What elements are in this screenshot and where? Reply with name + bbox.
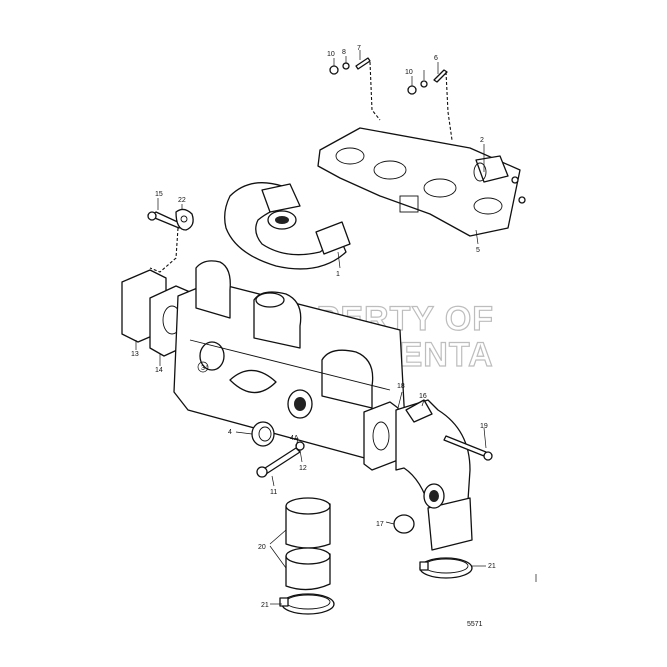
plug-17 [393, 514, 415, 534]
callout-8: 8 [342, 49, 346, 56]
callout-20: 20 [258, 544, 266, 551]
leader-lines [135, 50, 487, 605]
callout-14: 14 [155, 367, 163, 374]
callout-3-circle [197, 361, 209, 373]
manifold-body-3 [173, 260, 407, 461]
callout-15: 15 [155, 191, 163, 198]
dashed-leader-top-right [445, 71, 453, 141]
callout-12: 12 [299, 465, 307, 472]
bolt-11 [256, 447, 301, 478]
callout-16: 16 [419, 393, 427, 400]
callout-21-upper: 21 [488, 563, 496, 570]
hose-clamp-21-lower [279, 593, 335, 615]
callout-10-top: 10 [327, 51, 335, 58]
callout-labels: 1 2 3 4 4A 5 6 7 8 10 10 11 12 13 14 15 … [131, 45, 496, 609]
callout-3: 3 [201, 365, 205, 372]
bolt-19 [443, 435, 493, 461]
dashed-leader-top-left [369, 61, 381, 121]
callout-19: 19 [480, 423, 488, 430]
plug-4 [251, 421, 275, 447]
callout-7: 7 [357, 45, 361, 52]
bracket-22 [175, 208, 194, 231]
nut-10-second [407, 85, 417, 95]
callout-4: 4 [228, 429, 232, 436]
callout-18: 18 [397, 383, 405, 390]
stud-7-top [355, 57, 371, 70]
callout-17: 17 [376, 521, 384, 528]
callout-2: 2 [480, 137, 484, 144]
hose-clamp-21-upper [419, 557, 473, 579]
exhaust-manifold-1 [224, 182, 351, 270]
stud-7-second [433, 69, 448, 83]
callout-6: 6 [434, 55, 438, 62]
bolt-15-and-bracket-22 [147, 208, 194, 273]
exhaust-elbow-16 [395, 399, 473, 551]
bolt-15-head [147, 211, 157, 221]
callout-4A: 4A [290, 435, 299, 442]
reference-number: 5571 [467, 621, 483, 628]
washer-8-second [420, 80, 428, 88]
callout-22: 22 [178, 197, 186, 204]
gasket-18 [363, 401, 399, 471]
callout-10-second: 10 [405, 69, 413, 76]
callout-21-lower: 21 [261, 602, 269, 609]
callout-1: 1 [336, 271, 340, 278]
hose-20 [285, 497, 331, 591]
gasket-5 [317, 127, 521, 237]
callout-5: 5 [476, 247, 480, 254]
callout-11: 11 [270, 489, 277, 496]
callout-13: 13 [131, 351, 139, 358]
dashed-leader-15 [149, 227, 179, 273]
nut-10-top [329, 65, 339, 75]
top-fasteners-group [329, 57, 453, 141]
